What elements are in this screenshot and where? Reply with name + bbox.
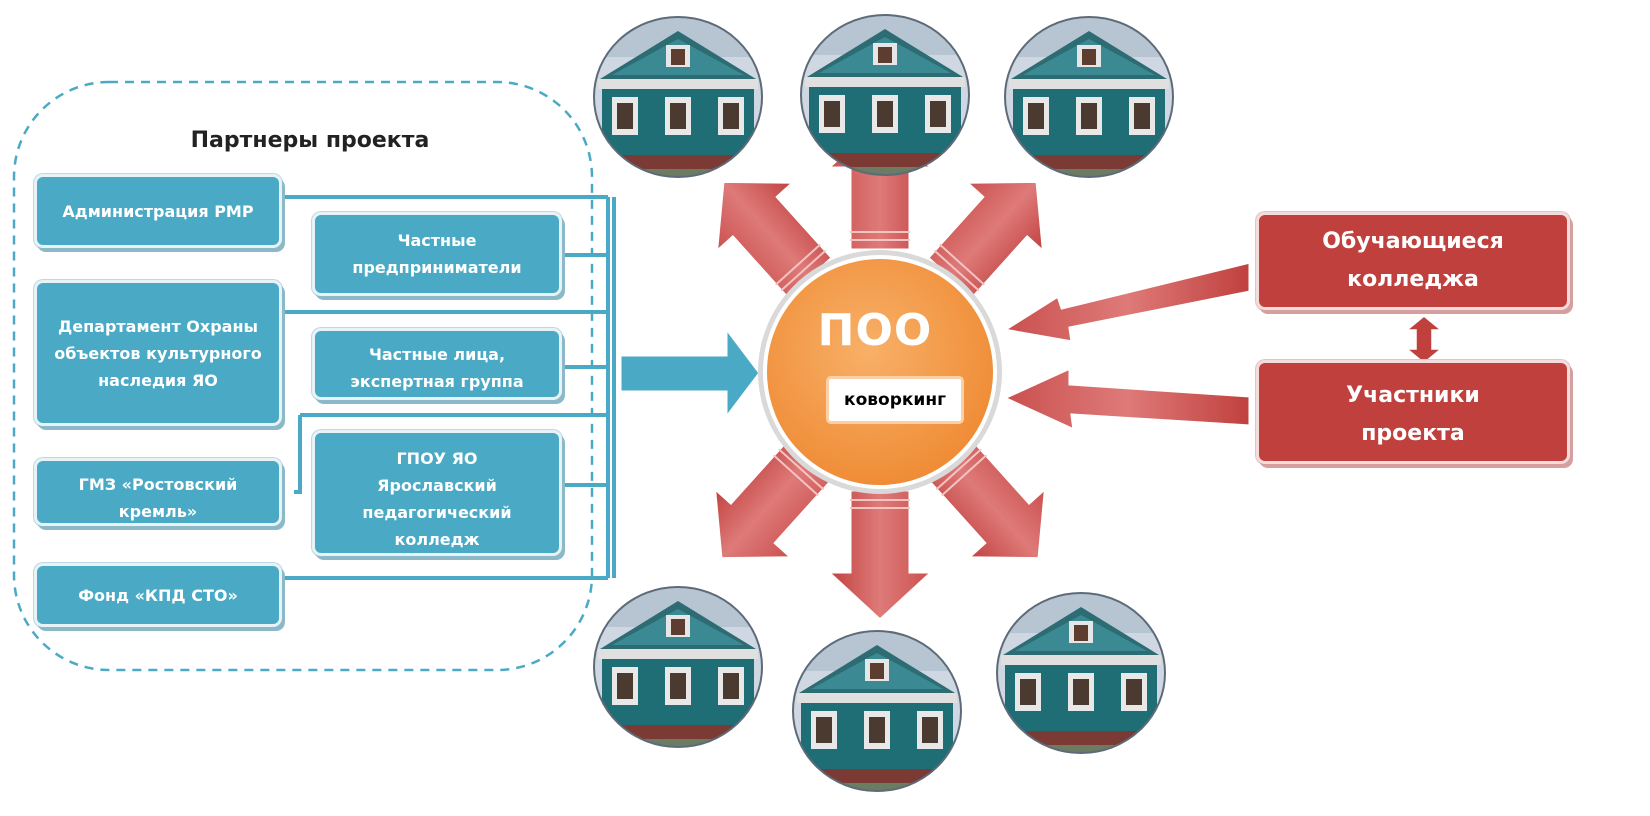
partner-box-private-experts: Частные лица, экспертная группа bbox=[312, 328, 562, 400]
partner-box-administration: Администрация РМР bbox=[34, 174, 282, 248]
connector-lines bbox=[282, 195, 616, 580]
partners-title: Партнеры проекта bbox=[190, 128, 430, 153]
partner-box-pedagogical-college: ГПОУ ЯО Ярославский педагогический колле… bbox=[312, 430, 562, 556]
house-photo-icon bbox=[999, 12, 1179, 185]
students-box: Обучающиеся колледжа bbox=[1256, 212, 1570, 310]
house-photo-icon bbox=[795, 10, 975, 183]
house-photo-icon bbox=[588, 582, 768, 755]
partner-box-heritage-department: Департамент Охраны объектов культурного … bbox=[34, 280, 282, 426]
partners-frame bbox=[12, 80, 594, 672]
partner-box-kremlin-museum: ГМЗ «Ростовский кремль» bbox=[34, 458, 282, 526]
block-arrow-icon bbox=[999, 260, 1252, 344]
house-photo-icon bbox=[787, 626, 967, 799]
center-label: коворкинг bbox=[826, 376, 964, 424]
house-photo-icon bbox=[991, 588, 1171, 761]
block-arrow-icon bbox=[826, 488, 934, 622]
block-arrow-icon bbox=[1000, 365, 1252, 433]
partner-box-fund: Фонд «КПД СТО» bbox=[34, 563, 282, 627]
double-arrow-icon bbox=[1404, 315, 1444, 364]
center-circle bbox=[763, 255, 997, 489]
partner-box-entrepreneurs: Частные предприниматели bbox=[312, 212, 562, 296]
center-title: ПОО bbox=[817, 305, 933, 356]
teal-arrow-icon bbox=[618, 323, 762, 423]
house-photo-icon bbox=[588, 12, 768, 185]
members-box: Участники проекта bbox=[1256, 360, 1570, 464]
